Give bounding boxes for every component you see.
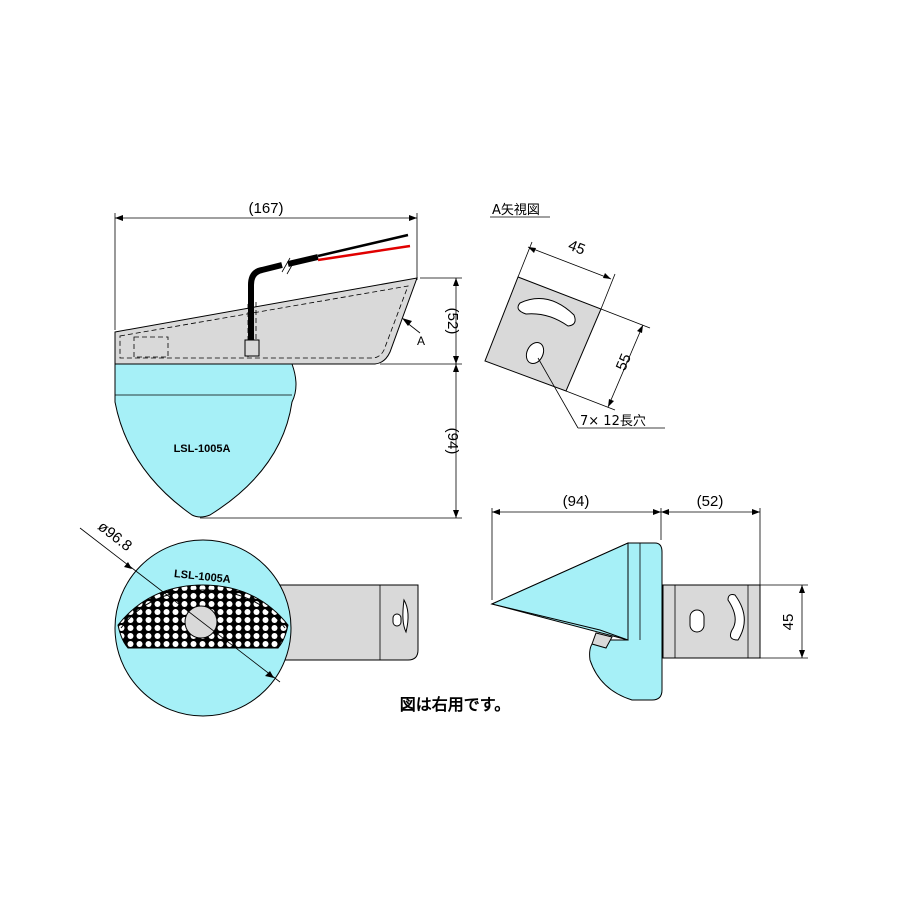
dim-width-label: (167) xyxy=(248,200,283,217)
lamp-center-lens xyxy=(184,605,218,639)
right-hand-note: 図は右用です。 xyxy=(400,695,510,714)
cable-connector xyxy=(244,339,260,357)
dim-bracket-top-label: (52) xyxy=(697,493,724,510)
front-view: LSL-1005A ø96.8 xyxy=(79,518,419,717)
side-view: (167) A LSL-1005A (52) (94) xyxy=(114,200,462,519)
dim-diameter-line xyxy=(79,527,281,683)
view-marker-a: A xyxy=(417,334,425,348)
model-label-side: LSL-1005A xyxy=(174,443,231,455)
arrow-view-a: A矢視図 45 55 7× 12長穴 xyxy=(484,203,665,429)
top-view: (94) (52) 45 xyxy=(490,493,808,701)
front-bracket xyxy=(249,584,419,661)
bracket-slot xyxy=(517,298,576,327)
dim-bracket-height-label: (52) xyxy=(444,308,461,335)
dim-bracket-width-label: 45 xyxy=(780,614,797,631)
mounting-bracket xyxy=(114,277,418,365)
dim-body-top-label: (94) xyxy=(563,493,590,510)
bracket-plate xyxy=(484,276,602,392)
wire-red xyxy=(317,244,411,262)
dim-diameter-label: ø96.8 xyxy=(94,518,135,555)
model-label-front: LSL-1005A xyxy=(173,568,231,586)
lamp-dome xyxy=(114,363,297,518)
bracket-hole xyxy=(525,341,545,365)
dim-55-label: 55 xyxy=(613,351,635,373)
dim-45-label: 45 xyxy=(566,237,588,259)
arrow-view-title: A矢視図 xyxy=(492,203,540,218)
wire-black xyxy=(317,233,409,258)
hole-note: 7× 12長穴 xyxy=(580,414,646,429)
top-bracket xyxy=(662,584,761,659)
cable-sheath xyxy=(248,262,283,340)
dim-body-height-label: (94) xyxy=(444,428,461,455)
